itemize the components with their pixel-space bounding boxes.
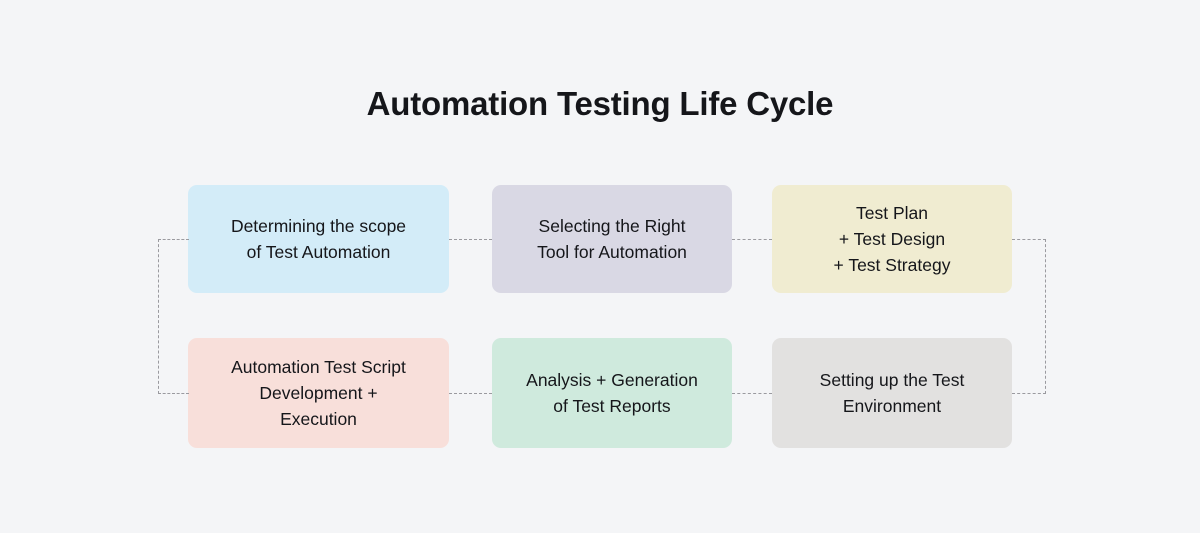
connector-stage2-to-stage3 bbox=[732, 239, 772, 240]
connector-stage6-to-wrap-left bbox=[158, 393, 189, 394]
stage-box-selecting-tool[interactable]: Selecting the Right Tool for Automation bbox=[492, 185, 732, 293]
connector-stage4-to-stage5 bbox=[732, 393, 772, 394]
connector-wrap-left-to-stage1 bbox=[158, 239, 189, 240]
connector-wrap-left-vertical bbox=[158, 239, 159, 394]
page-title: Automation Testing Life Cycle bbox=[366, 85, 834, 122]
connector-wrap-right-to-stage4 bbox=[1012, 393, 1046, 394]
stage-box-determining-scope[interactable]: Determining the scope of Test Automation bbox=[188, 185, 449, 293]
stage-box-setting-up-environment[interactable]: Setting up the Test Environment bbox=[772, 338, 1012, 448]
stage-box-script-development-execution[interactable]: Automation Test Script Development + Exe… bbox=[188, 338, 449, 448]
connector-stage1-to-stage2 bbox=[449, 239, 492, 240]
stage-box-test-plan-design-strategy[interactable]: Test Plan + Test Design + Test Strategy bbox=[772, 185, 1012, 293]
connector-stage3-to-wrap-right bbox=[1012, 239, 1046, 240]
connector-stage5-to-stage6 bbox=[449, 393, 492, 394]
connector-wrap-right-vertical bbox=[1045, 239, 1046, 394]
stage-box-analysis-generation-reports[interactable]: Analysis + Generation of Test Reports bbox=[492, 338, 732, 448]
